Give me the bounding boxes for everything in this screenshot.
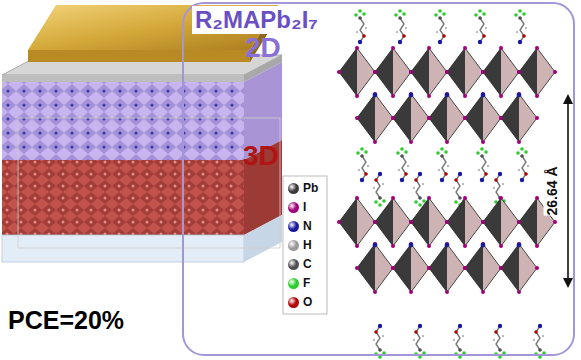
legend-text: O [303,295,312,309]
crystal-structure [337,9,557,359]
legend-swatch [288,259,299,270]
formula-title: R₂MAPb₂I₇ [192,6,321,34]
device-stack [2,5,282,262]
legend-swatch [288,278,299,289]
layer-label: 3D [243,140,279,172]
structure-panel: R₂MAPb₂I₇ [182,2,575,356]
legend-text: C [303,257,312,271]
legend-text: H [303,238,312,252]
legend-swatch [288,221,299,232]
legend-swatch [288,297,299,308]
legend-text: I [303,200,306,214]
legend-text: N [303,219,312,233]
legend-swatch [288,240,299,251]
legend-text: Pb [303,181,318,195]
legend-swatch [288,183,299,194]
legend-swatch [288,202,299,213]
legend-text: F [303,276,310,290]
dimension-label: 26.64 Å [544,166,560,215]
efficiency-label: PCE=20% [8,306,124,335]
dimension-arrow [563,94,573,288]
legend-box [283,176,327,314]
layer-label: 2D [245,32,281,64]
